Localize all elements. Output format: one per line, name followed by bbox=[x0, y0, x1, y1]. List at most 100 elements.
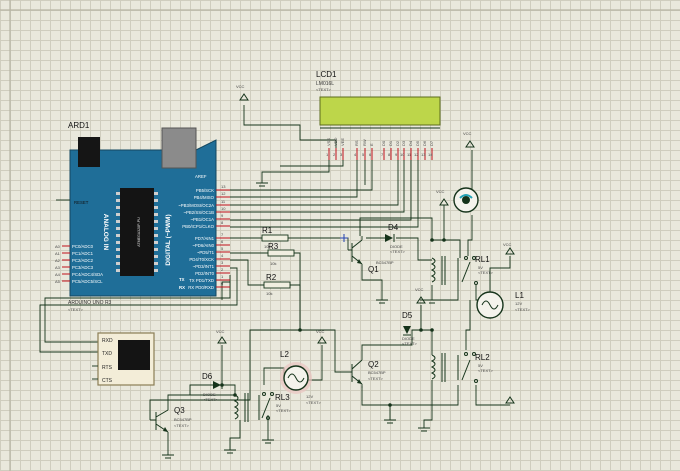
lcd-pin-vss: VSS bbox=[326, 138, 331, 160]
vcc-terminal-lcd: VCC bbox=[236, 84, 249, 101]
vcc-terminal-q2: VCC bbox=[415, 287, 426, 304]
svg-text:RW: RW bbox=[362, 139, 367, 146]
svg-text:9: 9 bbox=[395, 152, 398, 157]
svg-text:VCC: VCC bbox=[463, 131, 472, 136]
svg-text:RL3: RL3 bbox=[275, 393, 290, 402]
lcd-pin-d0: D0 bbox=[381, 140, 386, 160]
svg-text:7: 7 bbox=[221, 232, 224, 237]
svg-text:RL1: RL1 bbox=[475, 255, 490, 264]
cursor-crosshair bbox=[340, 234, 348, 242]
svg-text:BC547BP: BC547BP bbox=[368, 370, 386, 375]
svg-text:D7: D7 bbox=[429, 140, 434, 146]
arduino-uno[interactable]: ARD1 ATMEGA328P-PU ANALOG IN DIGITAL (~P… bbox=[55, 121, 230, 312]
aref-label: AREF bbox=[195, 174, 207, 179]
lcd-pin-d5: D5 bbox=[415, 140, 420, 160]
fan-lamp-top[interactable] bbox=[453, 187, 479, 213]
relay-rl1[interactable]: RL1 5V <TEXT> bbox=[430, 255, 494, 285]
atmega-chip bbox=[120, 188, 154, 276]
digital-pin-12: PB4/MISO 12 bbox=[194, 191, 230, 200]
svg-text:PC3/ADC3: PC3/ADC3 bbox=[72, 265, 94, 270]
lamp-l2[interactable]: L2 12V <TEXT> bbox=[280, 350, 322, 405]
svg-text:1: 1 bbox=[221, 274, 224, 279]
virtual-terminal[interactable]: RXD TXD RTS CTS bbox=[92, 332, 155, 386]
vcc-terminal-q1: VCC bbox=[503, 242, 515, 255]
vcc-terminals: VCC VCC VCC VCC VCC VCC VCC bbox=[216, 84, 515, 404]
svg-text:~PD6/AIN0: ~PD6/AIN0 bbox=[192, 243, 214, 248]
svg-text:PC4/ADC4/SDA: PC4/ADC4/SDA bbox=[72, 272, 103, 277]
svg-text:12: 12 bbox=[221, 191, 226, 196]
reset-label: RESET bbox=[74, 200, 89, 205]
rx-label: RX bbox=[179, 285, 185, 290]
digital-pin-10: ~PB2/SS/OC1B 10 bbox=[184, 206, 230, 215]
transistor-q2[interactable]: Q2 BC547BP <TEXT> bbox=[348, 355, 386, 388]
lcd-pin-vdd: VDD bbox=[333, 137, 338, 160]
resistor-r1[interactable]: R1 10k bbox=[261, 226, 289, 249]
svg-text:3: 3 bbox=[340, 152, 343, 157]
vcc-terminal-lamp1: VCC bbox=[436, 189, 449, 206]
svg-text:<TEXT>: <TEXT> bbox=[368, 376, 384, 381]
terminal-pin-rts: RTS bbox=[102, 365, 113, 371]
svg-text:5V: 5V bbox=[276, 403, 281, 408]
svg-text:D5: D5 bbox=[402, 311, 413, 320]
svg-text:<TEXT>: <TEXT> bbox=[390, 249, 406, 254]
lcd-pin-d1: D1 bbox=[388, 140, 393, 160]
lcd-pins: VSS VDD VEE RS RW E D0 D1 D2 D3 D4 D5 D6… bbox=[326, 137, 434, 160]
svg-text:10k: 10k bbox=[270, 261, 276, 266]
lcd-pin-d2: D2 bbox=[395, 140, 400, 160]
svg-text:PB4/MISO: PB4/MISO bbox=[194, 195, 215, 200]
svg-text:5V: 5V bbox=[478, 363, 483, 368]
svg-text:VCC: VCC bbox=[316, 329, 325, 334]
svg-text:~PB2/SS/OC1B: ~PB2/SS/OC1B bbox=[184, 210, 215, 215]
svg-text:11: 11 bbox=[221, 199, 226, 204]
svg-text:VCC: VCC bbox=[236, 84, 245, 89]
svg-text:PD2/INT0: PD2/INT0 bbox=[195, 271, 214, 276]
resistor-r3[interactable]: R3 10k bbox=[267, 242, 295, 266]
svg-text:D5: D5 bbox=[415, 140, 420, 146]
diode-d6[interactable]: D6 DIODE <TEXT> bbox=[202, 372, 223, 402]
svg-text:D6: D6 bbox=[202, 372, 213, 381]
ground-symbols bbox=[162, 182, 438, 459]
svg-text:D4: D4 bbox=[408, 140, 413, 146]
relay-rl3[interactable]: RL3 5V <TEXT> bbox=[233, 392, 292, 423]
diode-d4[interactable]: D4 DIODE <TEXT> bbox=[385, 223, 406, 254]
diode-d5[interactable]: D5 DIODE <TEXT> bbox=[402, 311, 418, 346]
terminal-pin-rxd: RXD bbox=[102, 338, 113, 344]
transistor-q1[interactable]: Q1 BC547BP bbox=[348, 236, 394, 274]
lcd-text-tag: <TEXT> bbox=[316, 87, 332, 92]
transistor-q3[interactable]: Q3 BC547BP <TEXT> bbox=[150, 406, 192, 440]
svg-text:<TEXT>: <TEXT> bbox=[306, 400, 322, 405]
resistor-r2[interactable]: R2 10k bbox=[263, 273, 291, 296]
svg-text:~PD5/T1: ~PD5/T1 bbox=[197, 250, 215, 255]
lamp-l1[interactable]: L1 12V <TEXT> bbox=[476, 291, 531, 319]
svg-text:9: 9 bbox=[221, 213, 224, 218]
lcd-pin-d7: D7 bbox=[429, 140, 434, 160]
lcd-pin-rs: RS bbox=[354, 140, 359, 160]
relay-rl2[interactable]: RL2 5V <TEXT> bbox=[430, 352, 494, 383]
svg-text:A1: A1 bbox=[55, 251, 61, 256]
svg-text:<TEXT>: <TEXT> bbox=[203, 397, 219, 402]
svg-text:R2: R2 bbox=[266, 273, 277, 282]
terminal-screen bbox=[118, 340, 150, 370]
terminal-pin-txd: TXD bbox=[102, 351, 112, 357]
svg-text:12: 12 bbox=[414, 152, 419, 157]
svg-text:10: 10 bbox=[221, 206, 226, 211]
lcd-pin-d4: D4 bbox=[408, 140, 413, 160]
lcd-pin-d3: D3 bbox=[401, 140, 406, 160]
svg-text:BC547BP: BC547BP bbox=[174, 417, 192, 422]
svg-text:VCC: VCC bbox=[216, 329, 225, 334]
svg-text:Q1: Q1 bbox=[368, 265, 379, 274]
vcc-terminal-rl1: VCC bbox=[463, 131, 475, 148]
lcd-display[interactable]: LCD1 LM016L <TEXT> VSS VDD VEE RS RW E D… bbox=[316, 70, 441, 160]
svg-text:VSS: VSS bbox=[326, 138, 331, 146]
